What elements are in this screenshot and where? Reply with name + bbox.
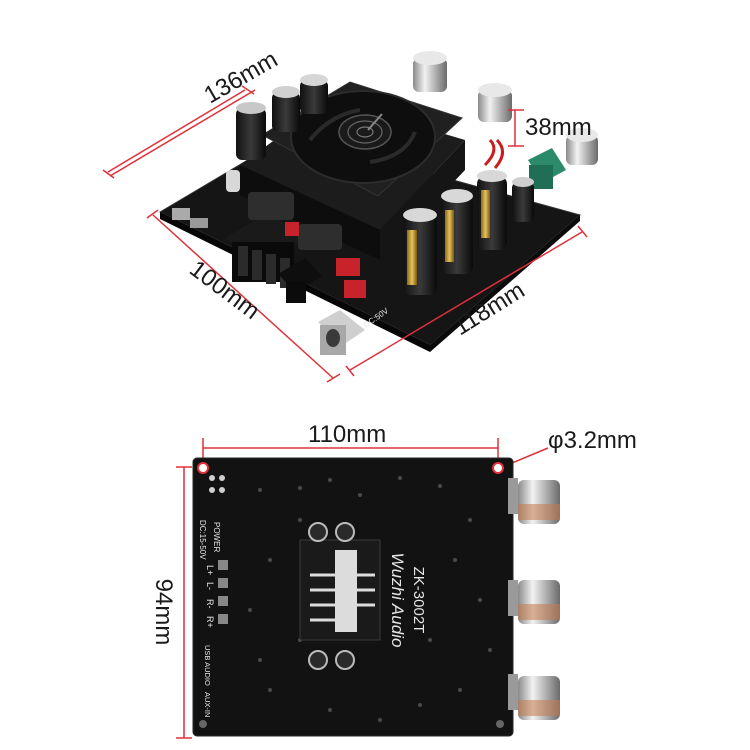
bottom-view: 110mm φ3.2mm 94mm (150, 421, 637, 739)
output-labels: L+ L- R- R+ (205, 565, 215, 628)
height-label-bottom: 94mm (150, 579, 177, 646)
aux-label: AUX-IN (203, 692, 212, 717)
top-dimension-lines (102, 85, 588, 383)
svg-text:R-: R- (205, 599, 215, 609)
hole-label: φ3.2mm (548, 427, 637, 454)
speaker-terminals (225, 212, 322, 303)
width-label: 110mm (308, 421, 386, 448)
power-label: POWER (212, 522, 221, 552)
capacitors-front (226, 170, 534, 295)
svg-text:L+: L+ (205, 565, 215, 575)
power-pads (209, 475, 225, 493)
bottom-dimension-lines (176, 438, 549, 739)
model-label: ZK-3002T (410, 567, 427, 634)
vias (248, 476, 492, 722)
height-label: 38mm (525, 114, 592, 141)
cooling-fan (260, 81, 463, 197)
top-view: DC:50V 136mm 100mm 118mm 38mm (102, 46, 598, 383)
brand-script: Wuzhi Audio (388, 553, 407, 648)
knobs-top (413, 51, 598, 189)
knobs-bottom (508, 478, 560, 720)
length-label: 136mm (200, 46, 283, 109)
inductors (248, 192, 366, 298)
usb-label: USB AUDIO (203, 645, 212, 686)
terminal-pads (218, 560, 228, 624)
dc-jack (318, 310, 365, 355)
svg-text:L-: L- (205, 582, 215, 590)
capacitors-rear (236, 74, 328, 160)
svg-text:R+: R+ (205, 616, 215, 628)
power-spec: DC:15-50V (198, 520, 207, 560)
chip-footprint (299, 522, 381, 670)
